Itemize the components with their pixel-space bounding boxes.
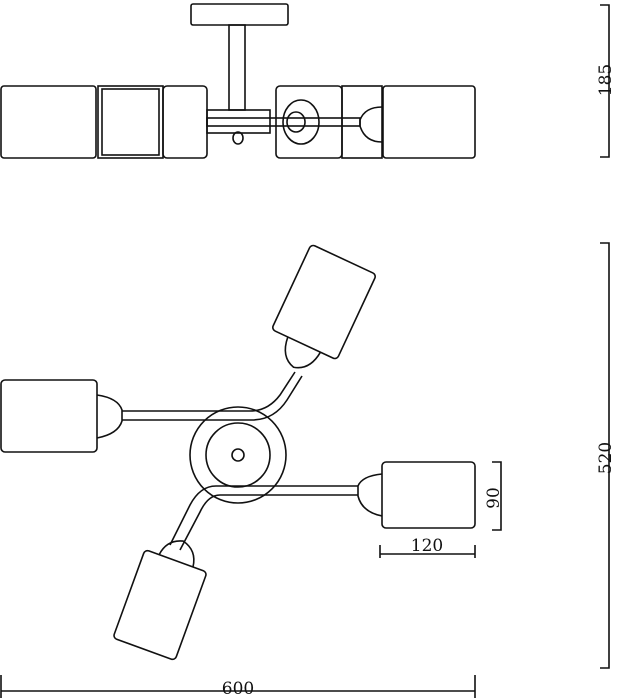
dim-line-120 [379, 545, 476, 558]
bracket [206, 109, 271, 134]
shade-left-top [0, 379, 98, 453]
finial [232, 131, 244, 145]
dim-line-520 [600, 242, 610, 669]
dim-line-90 [492, 461, 502, 531]
socket-right-top [357, 473, 383, 517]
canopy-inner [205, 422, 271, 488]
socket-left [96, 394, 123, 439]
shade-left-2 [97, 85, 164, 159]
shade-right-top [381, 461, 476, 529]
shade-left-2-inner [101, 88, 160, 156]
shade-left [0, 85, 97, 159]
shade-right-2 [341, 85, 383, 159]
side-view [0, 3, 610, 159]
dim-label-185: 185 [596, 64, 616, 96]
dim-label-120: 120 [411, 536, 443, 556]
top-view [0, 242, 610, 698]
stem [228, 24, 246, 111]
socket-circle [282, 99, 320, 145]
socket-right [359, 106, 383, 143]
dim-line-185 [600, 4, 610, 158]
ceiling-plate [190, 3, 289, 26]
dim-line-600 [0, 675, 476, 698]
canopy-outer [189, 406, 287, 504]
dim-label-520: 520 [596, 442, 616, 474]
arm-lower [169, 485, 358, 551]
shade-bottom [113, 540, 207, 661]
arm-upper [122, 371, 303, 421]
dim-label-90: 90 [484, 487, 504, 509]
shade-left-3 [162, 85, 208, 159]
canopy-center [231, 448, 245, 462]
shade-right [382, 85, 476, 159]
socket-inner [286, 111, 306, 133]
shade-top [272, 244, 376, 369]
dim-label-600: 600 [222, 679, 254, 699]
shade-right-1 [275, 85, 343, 159]
